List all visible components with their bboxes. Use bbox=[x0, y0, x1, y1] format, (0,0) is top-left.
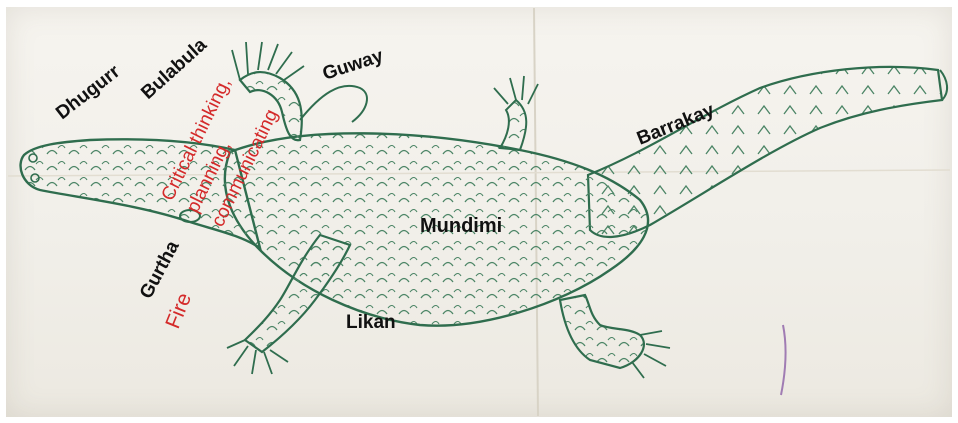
label-bulabula: Bulabula bbox=[137, 34, 211, 104]
rear-leg-upper bbox=[500, 100, 526, 150]
claws bbox=[494, 76, 538, 104]
label-dhugurr: Dhugurr bbox=[52, 61, 124, 124]
rear-leg-lower bbox=[560, 295, 644, 368]
label-guway: Guway bbox=[320, 45, 386, 84]
label-fire: Fire bbox=[161, 290, 196, 332]
label-likan: Likan bbox=[346, 312, 396, 333]
pen-mark bbox=[781, 325, 786, 395]
label-mundimi: Mundimi bbox=[420, 215, 502, 237]
